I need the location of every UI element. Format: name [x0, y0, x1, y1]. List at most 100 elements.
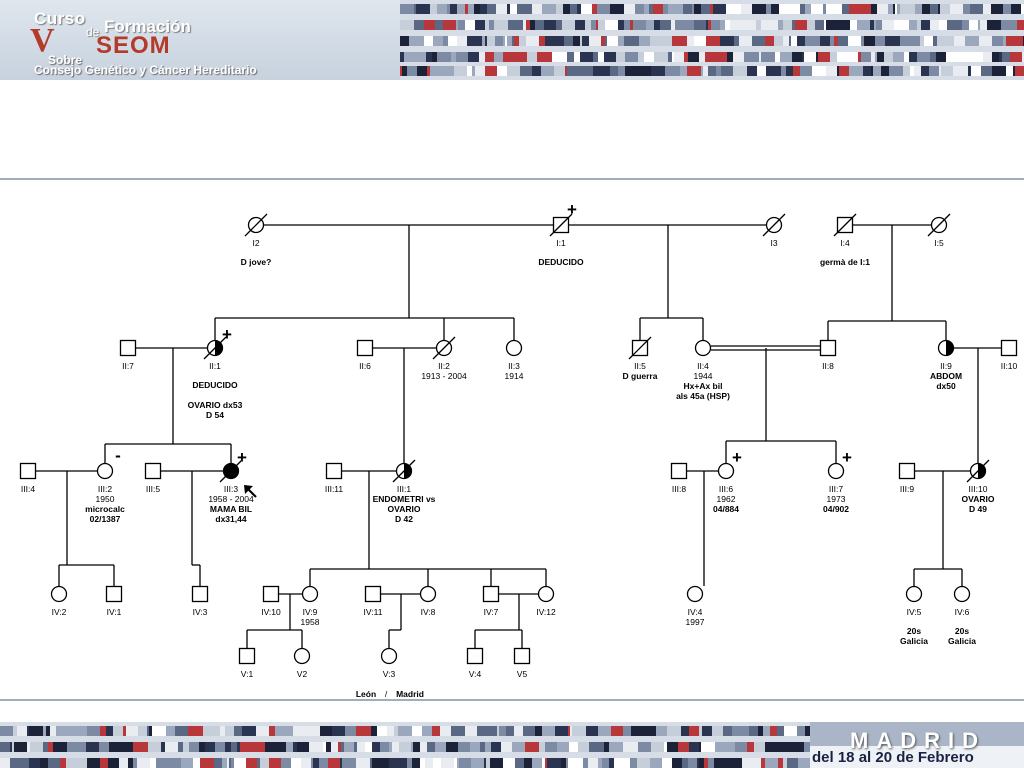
individual-iv6-id: IV:6	[955, 607, 970, 617]
individual-v5-id: V5	[517, 669, 528, 679]
course-logo: Curso de Formación V SEOM Sobre Consejo …	[0, 0, 400, 80]
individual-i3-id: I3	[770, 238, 777, 248]
individual-ii4-id: II:4	[697, 361, 709, 371]
individual-iii7-note: 04/902	[823, 504, 849, 514]
individual-ii2-note: 1913 - 2004	[421, 371, 467, 381]
individual-v1-id: V:1	[241, 669, 254, 679]
individual-ii4-note: als 45a (HSP)	[676, 391, 730, 401]
logo-v: V	[30, 22, 55, 59]
individual-v3-id: V:3	[383, 669, 396, 679]
individual-iv3-id: IV:3	[193, 607, 208, 617]
individual-iv8-female-symbol	[419, 585, 437, 603]
test-plus-mark: +	[237, 448, 247, 467]
individual-ii1-note: D 54	[206, 410, 224, 420]
individual-i4-deceased-slash	[833, 213, 857, 237]
individual-i1-id: I:1	[556, 238, 566, 248]
individual-iv10-id: IV:10	[261, 607, 281, 617]
individual-iv1-male-symbol	[105, 585, 123, 603]
individual-ii8-male-symbol	[819, 339, 837, 357]
individual-iii1-note: D 42	[395, 514, 413, 524]
individual-iv6-note: 20s	[955, 626, 969, 636]
individual-iv4-id: IV:4	[688, 607, 703, 617]
individual-iii2-female-symbol	[96, 462, 114, 480]
individual-iii7-id: III:7	[829, 484, 843, 494]
individual-ii9-note: ABDOM	[930, 371, 962, 381]
individual-iv5-female-symbol	[905, 585, 923, 603]
individual-iii3-deceased-slash	[219, 459, 243, 483]
individual-ii6-male-symbol	[356, 339, 374, 357]
individual-iii6-id: III:6	[719, 484, 733, 494]
individual-i2-deceased-slash	[244, 213, 268, 237]
individual-iii11-id: III:11	[325, 484, 344, 494]
individual-iii2-note: 1950	[96, 494, 115, 504]
individual-iii6-female-symbol	[717, 462, 735, 480]
individual-iv12-id: IV:12	[536, 607, 556, 617]
individual-iv7-id: IV:7	[484, 607, 499, 617]
test-plus-mark: +	[842, 448, 852, 467]
footer-stripes	[0, 722, 1024, 768]
individual-ii5-note: D guerra	[623, 371, 658, 381]
individual-iv7-male-symbol	[482, 585, 500, 603]
individual-i3-deceased-slash	[762, 213, 786, 237]
individual-ii1-deceased-slash	[203, 336, 227, 360]
individual-ii3-female-symbol	[505, 339, 523, 357]
individual-iii11-male-symbol	[325, 462, 343, 480]
individual-iii1-note: OVARIO	[388, 504, 421, 514]
individual-iv11-male-symbol	[364, 585, 382, 603]
individual-iii10-note: OVARIO	[962, 494, 995, 504]
individual-v5-male-symbol	[513, 647, 531, 665]
individual-iv10-male-symbol	[262, 585, 280, 603]
individual-ii5-deceased-slash	[628, 336, 652, 360]
individual-iv2-female-symbol	[50, 585, 68, 603]
footer-city: MADRID	[850, 728, 986, 753]
individual-iii9-male-symbol	[898, 462, 916, 480]
individual-iii1-note: ENDOMETRI vs	[373, 494, 436, 504]
individual-iii2-note: microcalc	[85, 504, 125, 514]
individual-ii2-deceased-slash	[432, 336, 456, 360]
individual-iv6-female-symbol	[953, 585, 971, 603]
individual-i4-note: germà de I:1	[820, 257, 870, 267]
proband-arrow-head	[244, 485, 253, 494]
individual-iii3-note: 1958 - 2004	[208, 494, 254, 504]
individual-iii6-note: 04/884	[713, 504, 739, 514]
logo-subtitle: Consejo Genético y Cáncer Hereditario	[34, 63, 257, 77]
individual-ii9-affected-half	[946, 340, 954, 356]
individual-iii10-note: D 49	[969, 504, 987, 514]
individual-v4-male-symbol	[466, 647, 484, 665]
individual-iv9-note: 1958	[301, 617, 320, 627]
individual-ii9-note: dx50	[936, 381, 956, 391]
individual-iv2-id: IV:2	[52, 607, 67, 617]
individual-ii4-note: 1944	[694, 371, 713, 381]
individual-iv3-male-symbol	[191, 585, 209, 603]
individual-i1-deceased-slash	[549, 213, 573, 237]
individual-iii7-female-symbol	[827, 462, 845, 480]
individual-iii10-affected-half	[978, 463, 986, 479]
individual-ii1-id: II:1	[209, 361, 221, 371]
location-separator: /	[385, 689, 388, 699]
individual-iv9-female-symbol	[301, 585, 319, 603]
logo-sobre: Sobre	[48, 53, 83, 67]
individual-iii1-deceased-slash	[392, 459, 416, 483]
logo-curso: Curso	[34, 9, 86, 28]
location-right: Madrid	[396, 689, 424, 699]
individual-v4-id: V:4	[469, 669, 482, 679]
footer-dates: del 18 al 20 de Febrero	[812, 749, 974, 766]
individual-ii3-id: II:3	[508, 361, 520, 371]
individual-iii10-deceased-slash	[966, 459, 990, 483]
individual-ii7-male-symbol	[119, 339, 137, 357]
individual-iii6-note: 1962	[717, 494, 736, 504]
individual-i2-note: D jove?	[241, 257, 272, 267]
individual-iii10-id: III:10	[969, 484, 988, 494]
test-plus-mark: +	[732, 448, 742, 467]
test-plus-mark: +	[222, 325, 232, 344]
individual-ii5-id: II:5	[634, 361, 646, 371]
individual-iv12-female-symbol	[537, 585, 555, 603]
individual-iii1-id: III:1	[397, 484, 411, 494]
test-plus-mark: +	[567, 200, 577, 219]
individual-ii4-female-symbol	[694, 339, 712, 357]
individual-ii4-note: Hx+Ax bil	[684, 381, 723, 391]
individual-i5-deceased-slash	[927, 213, 951, 237]
header-stripes	[400, 0, 1024, 80]
individual-ii7-id: II:7	[122, 361, 134, 371]
